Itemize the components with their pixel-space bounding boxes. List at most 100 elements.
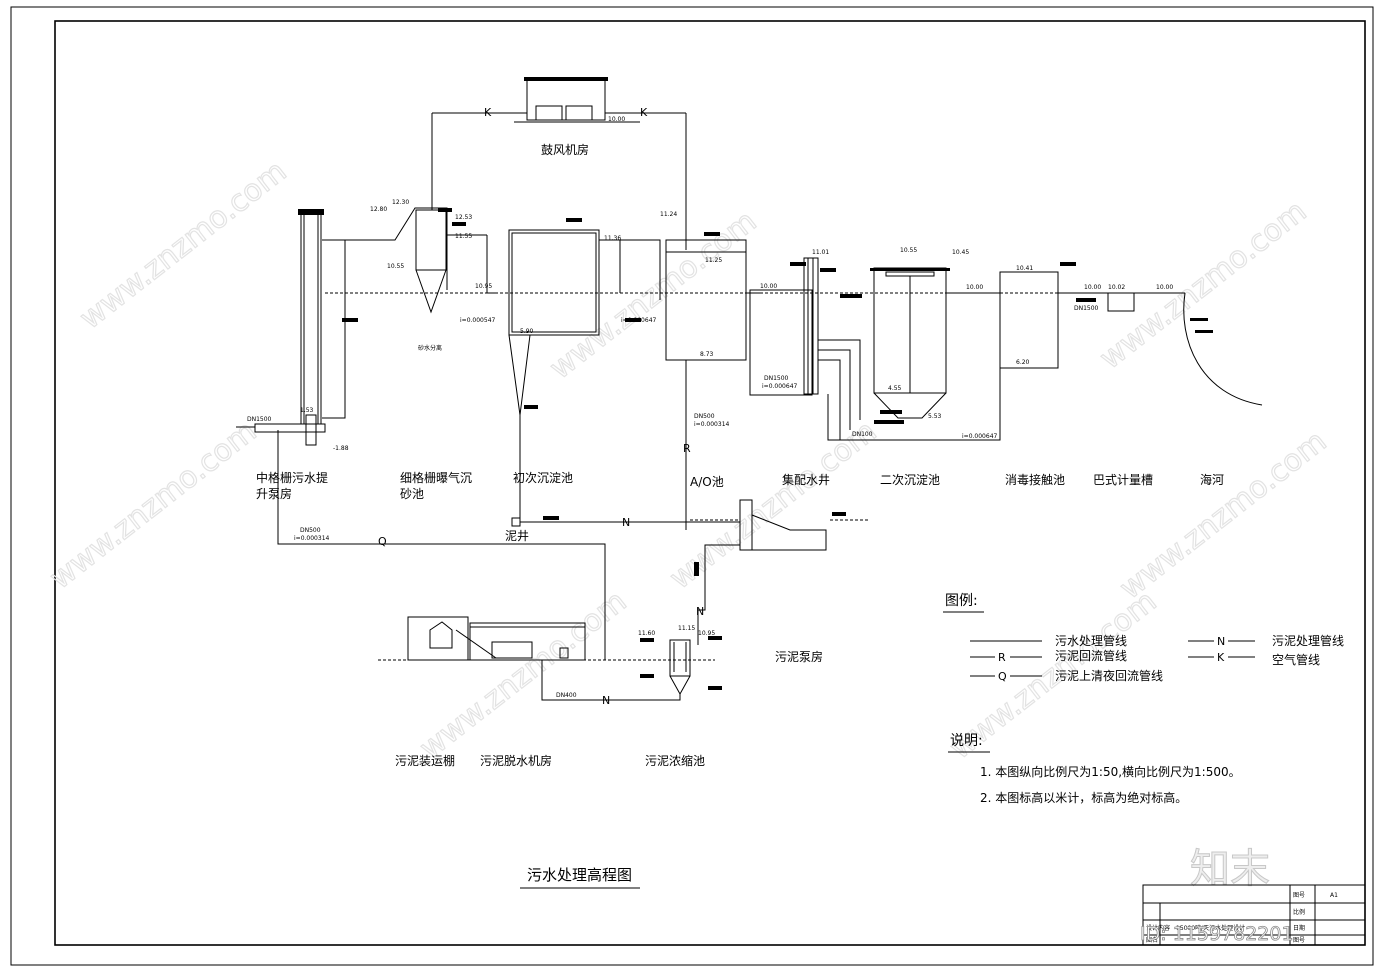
elev-e12: 10.55 xyxy=(900,247,917,254)
elev-e25: 11.60 xyxy=(638,630,655,637)
elev-e23: 5.53 xyxy=(928,413,942,420)
pipe-p6: DN100 xyxy=(852,431,873,438)
blower-house: 10.00 K K 鼓风机房 xyxy=(432,77,686,157)
elev-e11: 10.00 xyxy=(760,283,777,290)
legend-letter-k: K xyxy=(1217,651,1225,664)
elev-e21: 8.73 xyxy=(700,351,714,358)
svg-text:www.znzmo.com: www.znzmo.com xyxy=(1093,194,1313,376)
primary-label: 初次沉淀池 xyxy=(513,471,573,485)
tb-drawer-label: 图名 xyxy=(1146,936,1158,944)
pump-house-label-2: 升泵房 xyxy=(256,486,292,501)
sea-river: 10.00 海河 xyxy=(1136,284,1263,487)
watermark-layer: www.znzmo.com www.znzmo.com www.znzmo.co… xyxy=(43,153,1334,892)
legend-letter-q: Q xyxy=(998,670,1007,683)
sea-label: 海河 xyxy=(1200,472,1224,487)
elev-e26: 11.15 xyxy=(678,625,695,632)
dist-label: 集配水井 xyxy=(782,472,830,487)
line-letter-k2: K xyxy=(640,106,648,119)
sludge-well-label: 泥井 xyxy=(505,529,529,543)
tb-check-label: 图号 xyxy=(1293,937,1305,944)
elev-e7: 11.36 xyxy=(604,235,621,242)
tb-scale-label: 比例 xyxy=(1293,908,1305,916)
dewatering-label: 污泥脱水机房 xyxy=(480,753,552,768)
legend-item-supernatant: 污泥上清夜回流管线 xyxy=(1055,668,1163,683)
outer-border xyxy=(10,6,1374,966)
elev-e27: 10.95 xyxy=(698,630,715,637)
legend-item-sewage: 污水处理管线 xyxy=(1055,633,1127,648)
elev-e3: 12.53 xyxy=(455,214,472,221)
svg-text:www.znzmo.com: www.znzmo.com xyxy=(1113,424,1333,606)
title-block: 图号 A1 比例 日期 设计内容 15000吨/天污水处理设计 图名 图号 xyxy=(1142,884,1366,946)
elev-e22: 4.55 xyxy=(888,385,902,392)
elev-e17: 10.02 xyxy=(1108,284,1125,291)
elev-e5: 10.55 xyxy=(387,263,404,270)
distribution-well: 11.01 10.00 DN1500 i=0.000647 集配水井 xyxy=(746,249,862,487)
tb-design-label: 设计内容 xyxy=(1146,924,1170,932)
watermark-id: ID: 1159782201 xyxy=(1140,923,1294,945)
drawing-title-text: 污水处理高程图 xyxy=(527,866,632,884)
grit-chamber: 12.80 12.30 12.53 11.55 10.55 10.95 i=0.… xyxy=(345,199,496,501)
pipe-p5: i=0.000647 xyxy=(621,317,657,324)
tb-drawing-no-label: 图号 xyxy=(1293,892,1305,899)
sludge-lines: Q DN500 i=0.000314 泥井 N xyxy=(277,430,740,660)
svg-text:www.znzmo.com: www.znzmo.com xyxy=(73,154,293,336)
elev-e9: 11.25 xyxy=(705,257,722,264)
pipe-p1: DN1500 xyxy=(247,416,272,423)
pipe-p11: i=0.000314 xyxy=(294,535,330,542)
legend-letter-r: R xyxy=(998,651,1006,664)
thickener-label: 污泥浓缩池 xyxy=(645,753,705,768)
secondary-label: 二次沉淀池 xyxy=(880,473,940,487)
notes-title: 说明: xyxy=(950,733,983,749)
pump-house: DN1500 1.53 -1.88 中格栅污水提 升泵房 xyxy=(236,209,358,501)
legend: 图例: 污水处理管线 R 污泥回流管线 Q 污泥上清夜回流管线 N 污泥处理管线… xyxy=(943,593,1344,683)
sand-sep-label: 砂水分离 xyxy=(418,344,442,352)
tb-date-label: 日期 xyxy=(1293,924,1305,932)
svg-text:www.znzmo.com: www.znzmo.com xyxy=(413,584,633,766)
elev-e15: 10.41 xyxy=(1016,265,1033,272)
line-letter-n1: N xyxy=(622,516,630,529)
svg-text:www.znzmo.com: www.znzmo.com xyxy=(543,204,763,386)
note-1: 1. 本图纵向比例尺为1:50,横向比例尺为1:500。 xyxy=(980,764,1241,779)
disinfection-label: 消毒接触池 xyxy=(1005,472,1065,487)
elev-blower: 10.00 xyxy=(608,116,625,123)
elev-e8: 11.24 xyxy=(660,211,677,218)
pipe-p10: DN500 xyxy=(300,527,321,534)
legend-item-return: 污泥回流管线 xyxy=(1055,648,1127,663)
note-2: 2. 本图标高以米计，标高为绝对标高。 xyxy=(980,790,1187,805)
legend-letter-n: N xyxy=(1217,635,1225,648)
pipe-p3: i=0.000547 xyxy=(460,317,496,324)
tb-design-content: 15000吨/天污水处理设计 xyxy=(1176,924,1245,932)
sludge-pump-house: N 污泥泵房 xyxy=(690,499,870,664)
tb-drawing-no: A1 xyxy=(1330,892,1338,899)
legend-item-air: 空气管线 xyxy=(1272,652,1320,667)
elev-e16: 10.00 xyxy=(1084,284,1101,291)
elev-e1: 12.80 xyxy=(370,206,387,213)
line-letter-k1: K xyxy=(484,106,492,119)
disinfection-tank: 10.41 10.00 DN1500 6.20 消毒接触池 xyxy=(999,262,1136,487)
drawing-title: 污水处理高程图 xyxy=(520,866,640,889)
pipe-p12: DN400 xyxy=(556,692,577,699)
ao-label: A/O池 xyxy=(690,475,724,489)
legend-item-sludge: 污泥处理管线 xyxy=(1272,633,1344,648)
grit-label-2: 砂池 xyxy=(400,487,424,501)
sludge-pump-label: 污泥泵房 xyxy=(775,649,823,664)
ao-tank: 11.24 11.25 8.73 DN500 i=0.000314 R A/O池 xyxy=(620,211,747,530)
parshall-label: 巴式计量槽 xyxy=(1093,473,1153,487)
elev-e2: 12.30 xyxy=(392,199,409,206)
pipe-p4: DN1500 xyxy=(764,375,789,382)
elev-e14: 10.00 xyxy=(966,284,983,291)
pipe-p7: i=0.000647 xyxy=(962,433,998,440)
blower-label: 鼓风机房 xyxy=(541,142,589,157)
legend-title: 图例: xyxy=(945,593,978,609)
line-letter-n3: N xyxy=(602,694,610,707)
line-letter-n2: N xyxy=(696,605,704,618)
pipe-p9: i=0.000314 xyxy=(694,421,730,428)
elev-e18: 10.00 xyxy=(1156,284,1173,291)
elev-e10: 11.01 xyxy=(812,249,829,256)
parshall-flume: 10.02 巴式计量槽 xyxy=(1093,284,1153,487)
secondary-clarifier: 10.55 10.45 4.55 5.53 DN100 i=0.000647 1… xyxy=(828,247,1001,487)
notes: 说明: 1. 本图纵向比例尺为1:50,横向比例尺为1:500。 2. 本图标高… xyxy=(948,733,1241,805)
line-letter-q: Q xyxy=(378,535,387,548)
sludge-treatment: N DN400 11.60 11.15 10.95 污泥装运棚 污泥脱水机房 污… xyxy=(378,616,722,768)
